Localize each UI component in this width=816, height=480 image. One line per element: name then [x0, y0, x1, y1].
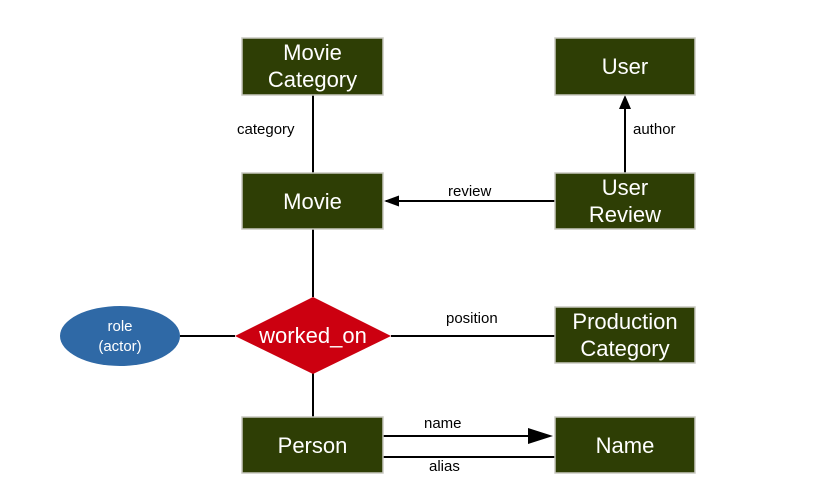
edge-label-review: review — [448, 183, 492, 200]
edge-label-alias: alias — [429, 458, 460, 475]
entity-label-line: Name — [596, 433, 655, 458]
arrowhead-author — [619, 95, 631, 109]
entity-label-line: Category — [268, 67, 357, 92]
relationship-label: worked_on — [258, 323, 367, 348]
entity-label-line: Review — [589, 202, 661, 227]
attribute-label-line: (actor) — [98, 338, 141, 355]
entity-label-line: Movie — [283, 40, 342, 65]
entity-user-review: User Review — [554, 172, 696, 230]
edge-label-name: name — [424, 415, 462, 432]
entity-label-line: Movie — [283, 189, 342, 214]
entity-person: Person — [241, 416, 384, 474]
edge-label-author: author — [633, 121, 676, 138]
edge-label-position: position — [446, 310, 498, 327]
edges: category author review position name ali… — [180, 95, 676, 475]
entity-user: User — [554, 37, 696, 96]
entity-label-line: Person — [278, 433, 348, 458]
entity-label-line: User — [602, 175, 648, 200]
entity-movie-category: Movie Category — [241, 37, 384, 96]
entity-label-line: Category — [580, 336, 669, 361]
entity-movie: Movie — [241, 172, 384, 230]
entity-label-line: User — [602, 54, 648, 79]
entity-name: Name — [554, 416, 696, 474]
entity-production-category: Production Category — [554, 306, 696, 364]
attribute-label-line: role — [107, 318, 132, 335]
arrowhead-review — [384, 195, 399, 207]
relationship-worked-on: worked_on — [235, 297, 391, 374]
entity-label-line: Production — [572, 309, 677, 334]
attribute-role: role (actor) — [60, 306, 180, 366]
arrowhead-name — [528, 428, 553, 444]
edge-label-category: category — [237, 121, 295, 138]
